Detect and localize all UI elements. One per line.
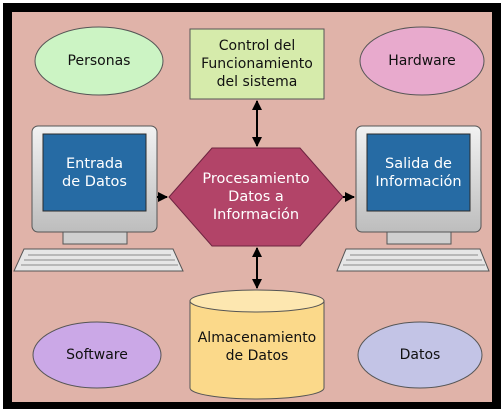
control-label: Control del Funcionamiento del sistema bbox=[201, 38, 313, 90]
salida-label: Salida de Información bbox=[375, 155, 462, 190]
software-ellipse bbox=[32, 321, 162, 389]
hardware-label: Hardware bbox=[388, 53, 456, 69]
datos-label: Datos bbox=[399, 347, 441, 363]
software-label: Software bbox=[66, 347, 128, 363]
control-box bbox=[189, 28, 325, 100]
output-computer bbox=[336, 125, 490, 272]
processing-hexagon bbox=[168, 147, 344, 247]
procesamiento-label: Procesamiento Datos a Información bbox=[202, 171, 310, 223]
output-monitor-screen bbox=[366, 133, 471, 212]
hardware-ellipse bbox=[359, 26, 485, 96]
personas-label: Personas bbox=[67, 53, 131, 69]
datos-ellipse bbox=[357, 321, 483, 389]
entrada-label: Entrada de Datos bbox=[62, 155, 127, 190]
output-monitor-stand bbox=[386, 231, 452, 245]
storage-cylinder bbox=[189, 289, 325, 400]
personas-ellipse bbox=[34, 26, 164, 96]
almacenamiento-label: Almacenamiento de Datos bbox=[197, 330, 317, 364]
input-monitor-screen bbox=[42, 133, 147, 212]
input-computer bbox=[13, 125, 184, 272]
input-monitor-stand bbox=[62, 231, 128, 245]
